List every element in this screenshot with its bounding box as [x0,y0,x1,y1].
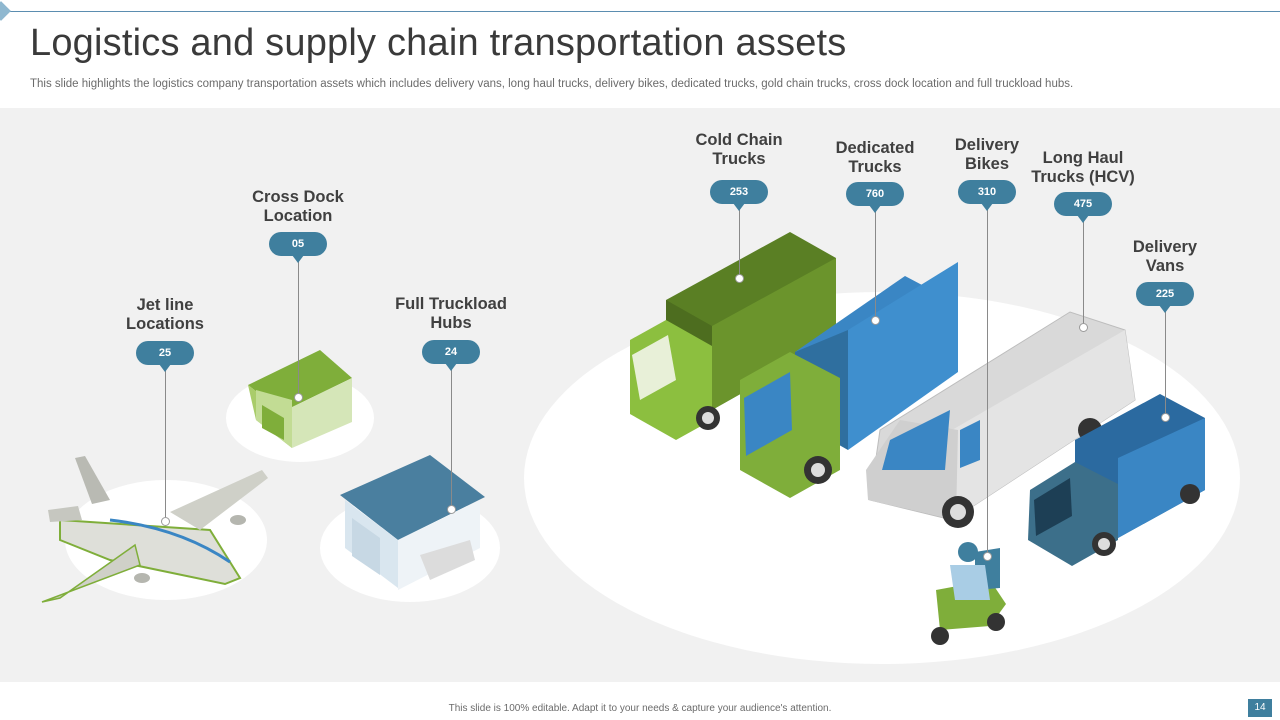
page-number: 14 [1248,699,1272,717]
value-pin-delivery-vans: 225 [1136,282,1194,313]
value-pin-cold-chain: 253 [710,180,768,211]
connector-line [987,205,988,555]
scooter-icon [931,542,1006,645]
value-pin-cross-dock: 05 [269,232,327,263]
airplane-icon [41,456,268,603]
van-icon [866,311,1136,528]
box-van-icon [1028,394,1205,566]
connector-line [298,258,299,394]
truck-icon [630,232,836,440]
value-pin-dedicated: 760 [846,182,904,213]
connector-line [875,207,876,319]
anchor-dot [983,552,992,561]
connector-line [165,367,166,517]
anchor-dot [871,316,880,325]
anchor-dot [735,274,744,283]
anchor-dot [447,505,456,514]
connector-line [1165,307,1166,413]
anchor-dot [161,517,170,526]
value-pin-delivery-bikes: 310 [958,180,1016,211]
slide-subtitle: This slide highlights the logistics comp… [30,78,1074,90]
top-rule [0,11,1280,12]
value-pin-jet-line: 25 [136,341,194,372]
anchor-dot [1161,413,1170,422]
anchor-dot [1079,323,1088,332]
slide-title: Logistics and supply chain transportatio… [30,22,847,64]
connector-line [739,205,740,275]
truck-icon [740,262,958,498]
connector-line [451,366,452,506]
hub-building-icon [340,455,485,590]
value-pin-full-truckload: 24 [422,340,480,371]
anchor-dot [294,393,303,402]
warehouse-icon [248,350,352,448]
footer-note: This slide is 100% editable. Adapt it to… [448,703,832,714]
value-pin-long-haul: 475 [1054,192,1112,223]
connector-line [1083,217,1084,325]
